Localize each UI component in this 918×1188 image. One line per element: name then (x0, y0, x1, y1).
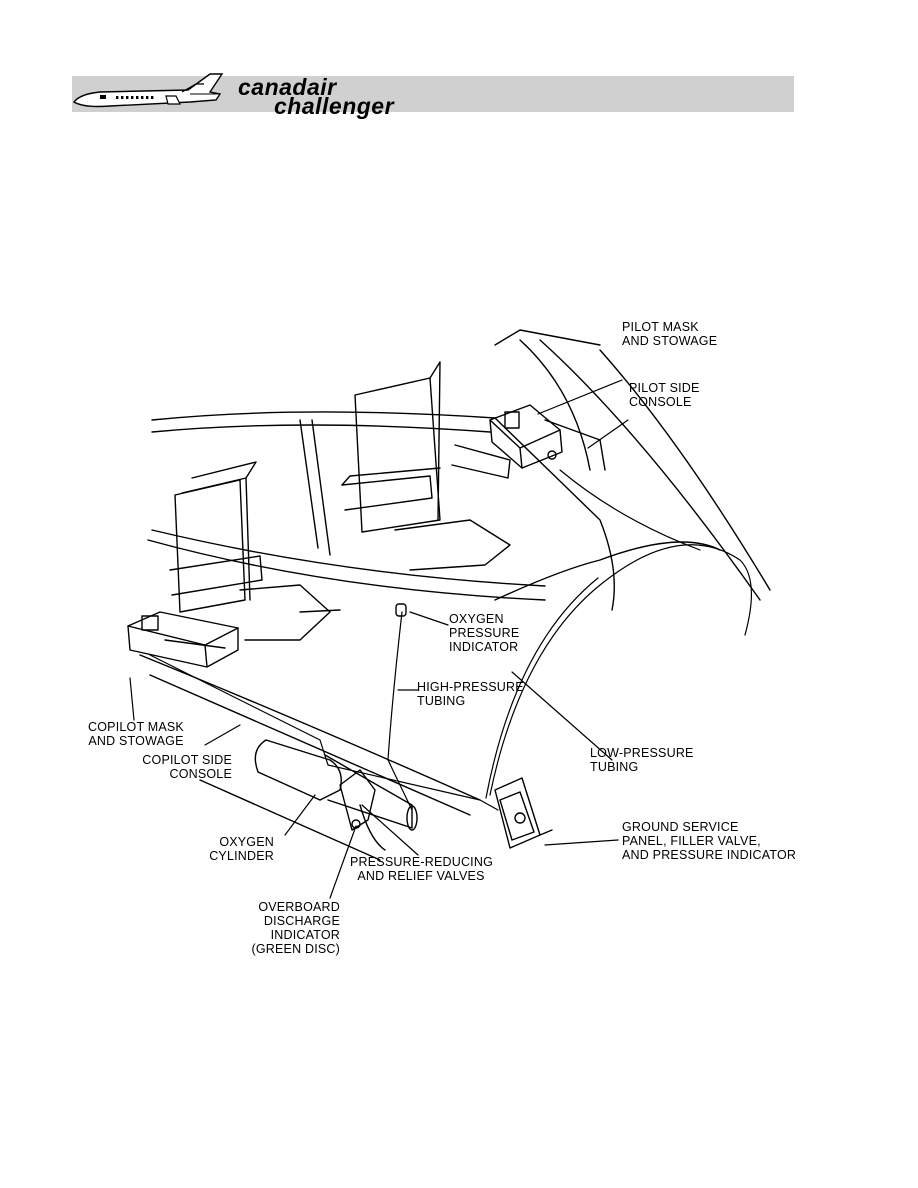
copilot-seat (169, 461, 341, 641)
ground-service-panel (494, 777, 553, 849)
lower-sidewall (139, 654, 481, 861)
label-low-pressure-tubing: LOW-PRESSURE TUBING (590, 746, 694, 774)
oxygen-cylinder-shape (254, 739, 418, 831)
aircraft-logo-icon (72, 73, 224, 108)
label-copilot-console: COPILOT SIDE CONSOLE (142, 753, 232, 781)
label-pressure-reducing: PRESSURE-REDUCING AND RELIEF VALVES (350, 855, 493, 883)
brand-line-2: challenger (274, 93, 395, 119)
fuselage-outline (494, 339, 771, 601)
low-pressure-tubing (489, 544, 752, 796)
label-pilot-console: PILOT SIDE CONSOLE (629, 381, 700, 409)
windshield-frame (147, 329, 615, 611)
oxygen-pressure-indicator-shape (395, 603, 407, 617)
label-ground-service: GROUND SERVICE PANEL, FILLER VALVE, AND … (622, 820, 797, 862)
leader-lines (129, 379, 629, 899)
label-oxygen-cylinder: OXYGEN CYLINDER (209, 835, 274, 863)
label-copilot-mask: COPILOT MASK AND STOWAGE (88, 720, 184, 748)
brand-line-1: canadair (238, 74, 337, 100)
label-pilot-mask: PILOT MASK AND STOWAGE (622, 320, 718, 348)
pilot-seat (341, 361, 511, 571)
label-overboard-discharge: OVERBOARD DISCHARGE INDICATOR (GREEN DIS… (251, 900, 340, 956)
brand-wordmark: canadair challenger (238, 76, 394, 118)
pressure-valves (339, 769, 386, 851)
label-oxygen-pressure-indicator: OXYGEN PRESSURE INDICATOR (449, 612, 520, 654)
high-pressure-tubing (387, 611, 413, 811)
label-high-pressure-tubing: HIGH-PRESSURE TUBING (417, 680, 524, 708)
copilot-side-console (127, 611, 239, 668)
